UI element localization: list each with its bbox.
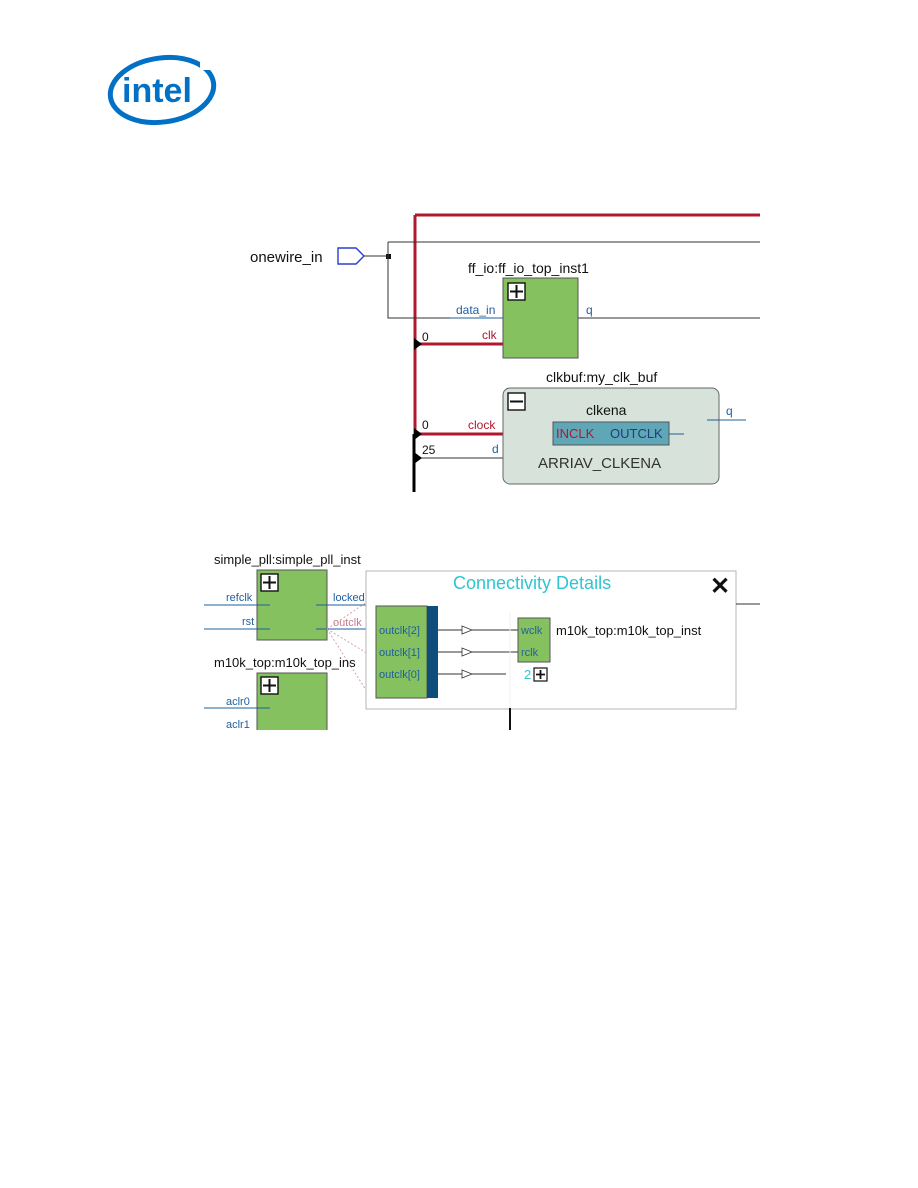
m10k-port-aclr1: aclr1 (226, 719, 250, 730)
bus-junction-arrow-2 (414, 428, 422, 440)
ff-port-q: q (586, 303, 593, 317)
m10k-block[interactable] (256, 672, 328, 730)
clkbuf-const-clock: 0 (422, 418, 429, 432)
ff-const-clk: 0 (422, 330, 429, 344)
popup-close-icon[interactable]: ✕ (710, 573, 730, 600)
input-port-label: onewire_in (250, 249, 323, 266)
refclk-wire (204, 604, 270, 630)
pll-out-wires (316, 604, 366, 630)
clkbuf-port-d: d (492, 442, 499, 456)
buffer-arrow-2 (461, 647, 474, 657)
bus-junction-arrow-1 (414, 338, 422, 350)
pll-port-outclk: outclk (333, 617, 362, 629)
input-port-symbol (337, 247, 365, 265)
dest-port-wclk: wclk (520, 625, 543, 637)
dest-port-rclk: rclk (521, 647, 539, 659)
more-count: 2 (524, 667, 531, 682)
clkbuf-block-title: clkbuf:my_clk_buf (546, 369, 657, 385)
clkbuf-const-d: 25 (422, 443, 436, 457)
plus-icon (536, 670, 545, 679)
pll-dashed-link (326, 599, 376, 691)
source-port-outclk0: outclk[0] (379, 669, 420, 681)
pll-port-rst: rst (242, 616, 254, 628)
pll-connectivity-schematic: simple_pll:simple_pll_inst refclk rst lo… (204, 552, 760, 730)
logo-swoosh (107, 54, 217, 126)
buffer-arrow-1 (461, 625, 474, 635)
clkena-outclk-port: OUTCLK (610, 426, 663, 441)
source-port-outclk1: outclk[1] (379, 647, 420, 659)
plus-icon (263, 576, 276, 589)
clkena-title: clkena (586, 402, 627, 418)
clkena-inclk-port: INCLK (556, 426, 595, 441)
input-loop-wire (387, 241, 760, 319)
clkbuf-port-q: q (726, 404, 733, 418)
buffer-arrow-3 (461, 669, 474, 679)
intel-logo: intel (107, 52, 220, 126)
pll-port-refclk: refclk (226, 592, 253, 604)
clkbuf-port-clock: clock (468, 418, 496, 432)
arriav-clkena-label: ARRIAV_CLKENA (538, 455, 661, 472)
pll-port-locked: locked (333, 592, 365, 604)
plus-icon (263, 679, 276, 692)
source-port-outclk2: outclk[2] (379, 625, 420, 637)
m10k-port-aclr0: aclr0 (226, 696, 250, 708)
ff-port-clk: clk (482, 328, 498, 342)
plus-icon (510, 285, 523, 298)
ff-block-title: ff_io:ff_io_top_inst1 (468, 260, 589, 276)
bus-junction-arrow-3 (414, 452, 422, 464)
popup-title: Connectivity Details (453, 573, 611, 593)
clkbuf-schematic: onewire_in ff_io:ff_io_top_inst1 data_in… (250, 213, 760, 492)
logo-swoosh-gap (200, 52, 220, 70)
dest-block-title: m10k_top:m10k_top_inst (556, 623, 702, 638)
ff-port-data-in: data_in (456, 303, 495, 317)
m10k-block-title: m10k_top:m10k_top_ins (214, 655, 356, 670)
logo-text: intel (122, 72, 192, 110)
popup-source-bus (427, 606, 438, 698)
popup-source-block[interactable] (375, 605, 428, 699)
pll-block-title: simple_pll:simple_pll_inst (214, 552, 361, 567)
popup-dest-block[interactable] (517, 617, 551, 663)
